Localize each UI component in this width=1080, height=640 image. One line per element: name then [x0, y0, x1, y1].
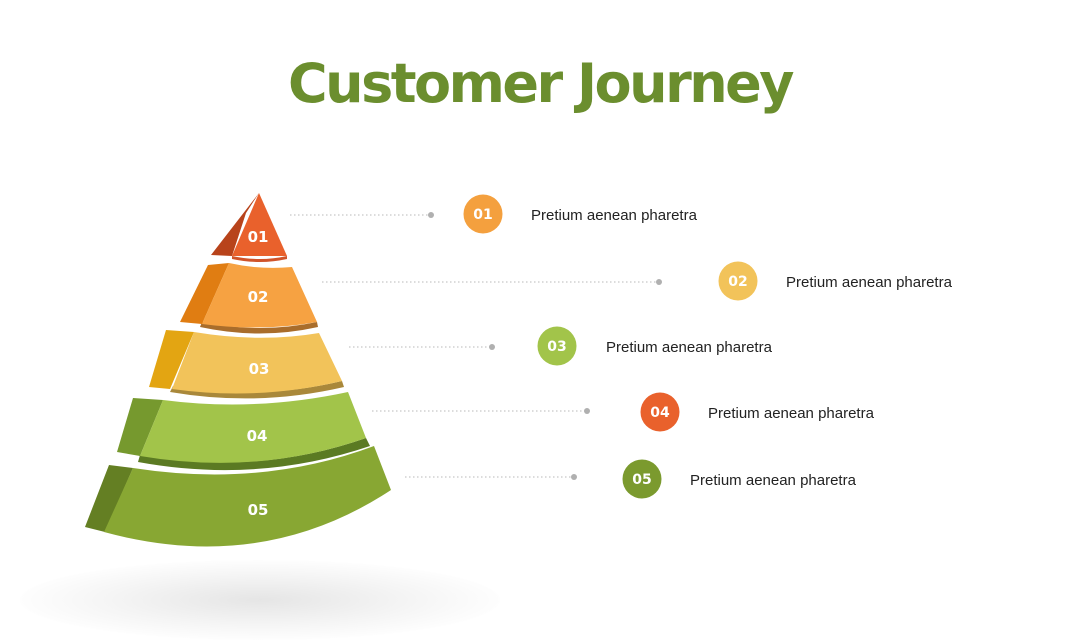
item-04-number-circle — [640, 392, 680, 432]
item-03-label: Pretium aenean pharetra — [606, 339, 773, 356]
tier-03-side-face — [149, 330, 194, 389]
item-01-number: 01 — [473, 207, 492, 223]
connector-04-dot — [584, 408, 590, 414]
item-03-number: 03 — [547, 339, 566, 355]
connector-05-dot — [571, 474, 577, 480]
tier-01-back-rim — [232, 256, 287, 262]
pyramid-tier-02: 02 — [180, 263, 318, 334]
item-05-number: 05 — [632, 472, 651, 488]
pyramid-tier-01: 01 — [211, 193, 287, 262]
page-title: Customer Journey — [288, 52, 794, 115]
tier-02-number: 02 — [248, 288, 269, 306]
connector-03 — [349, 344, 495, 350]
tier-04-number: 04 — [247, 427, 268, 445]
connector-02 — [322, 279, 662, 285]
pyramid-tier-05: 05 — [85, 446, 391, 547]
list-item-04: 04 Pretium aenean pharetra — [640, 392, 875, 432]
tier-03-front-face — [172, 332, 342, 394]
tier-04-side-face — [117, 398, 163, 456]
item-02-number: 02 — [728, 274, 747, 290]
list-item-02: 02 Pretium aenean pharetra — [718, 261, 953, 301]
item-02-label: Pretium aenean pharetra — [786, 274, 953, 291]
item-05-number-circle — [622, 459, 662, 499]
tier-02-back-rim — [200, 322, 318, 334]
connector-02-dot — [656, 279, 662, 285]
tier-03-number: 03 — [249, 360, 270, 378]
connector-01 — [290, 212, 434, 218]
item-02-number-circle — [718, 261, 758, 301]
item-01-number-circle — [463, 194, 503, 234]
tier-05-side-face — [85, 465, 133, 532]
item-05-label: Pretium aenean pharetra — [690, 472, 857, 489]
item-01-label: Pretium aenean pharetra — [531, 207, 698, 224]
list-item-05: 05 Pretium aenean pharetra — [622, 459, 857, 499]
list-item-03: 03 Pretium aenean pharetra — [537, 326, 773, 366]
item-04-label: Pretium aenean pharetra — [708, 405, 875, 422]
pyramid-tier-03: 03 — [149, 330, 344, 399]
customer-journey-pyramid-diagram: 01 02 03 04 05 — [85, 193, 953, 547]
connector-04 — [372, 408, 590, 414]
pyramid-tier-04: 04 — [117, 392, 370, 471]
tier-05-front-face — [104, 446, 391, 547]
connector-01-dot — [428, 212, 434, 218]
item-04-number: 04 — [650, 405, 670, 421]
tier-03-back-rim — [170, 381, 344, 399]
connector-05 — [405, 474, 577, 480]
tier-02-front-face — [202, 263, 317, 328]
tier-01-number: 01 — [248, 228, 269, 246]
list-item-01: 01 Pretium aenean pharetra — [463, 194, 698, 234]
tier-01-front-face — [232, 193, 287, 256]
tier-02-side-face — [180, 263, 229, 324]
tier-01-side-face — [211, 193, 259, 256]
item-03-number-circle — [537, 326, 577, 366]
connector-03-dot — [489, 344, 495, 350]
tier-04-front-face — [140, 392, 366, 463]
tier-05-number: 05 — [248, 501, 269, 519]
